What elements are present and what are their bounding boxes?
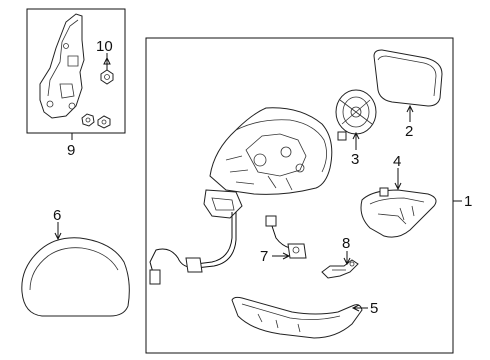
callout-7: 7 bbox=[260, 248, 268, 265]
mounting-bracket-part bbox=[39, 13, 85, 119]
callout-4: 4 bbox=[393, 153, 401, 170]
callout-2: 2 bbox=[405, 123, 413, 140]
mirror-cap-part bbox=[21, 237, 130, 317]
lower-cover-part bbox=[231, 296, 363, 339]
callout-1: 1 bbox=[464, 193, 472, 210]
fastener-parts bbox=[81, 113, 111, 129]
part-group-9-frame bbox=[26, 8, 126, 134]
clip-bracket-part bbox=[321, 259, 359, 279]
callout-3: 3 bbox=[351, 151, 359, 168]
callout-9: 9 bbox=[67, 142, 75, 159]
leader-lines bbox=[54, 53, 462, 312]
part-group-1-frame bbox=[145, 37, 454, 354]
mirror-housing-assembly bbox=[203, 107, 333, 219]
callout-8: 8 bbox=[342, 235, 350, 252]
callout-5: 5 bbox=[370, 300, 378, 317]
mirror-glass-part bbox=[373, 49, 443, 107]
nut-part bbox=[100, 69, 114, 85]
turn-signal-lamp-part bbox=[360, 187, 437, 238]
callout-10: 10 bbox=[96, 38, 113, 55]
wiring-harness bbox=[149, 212, 237, 285]
callout-6: 6 bbox=[53, 207, 61, 224]
bulb-socket-part bbox=[265, 215, 307, 259]
